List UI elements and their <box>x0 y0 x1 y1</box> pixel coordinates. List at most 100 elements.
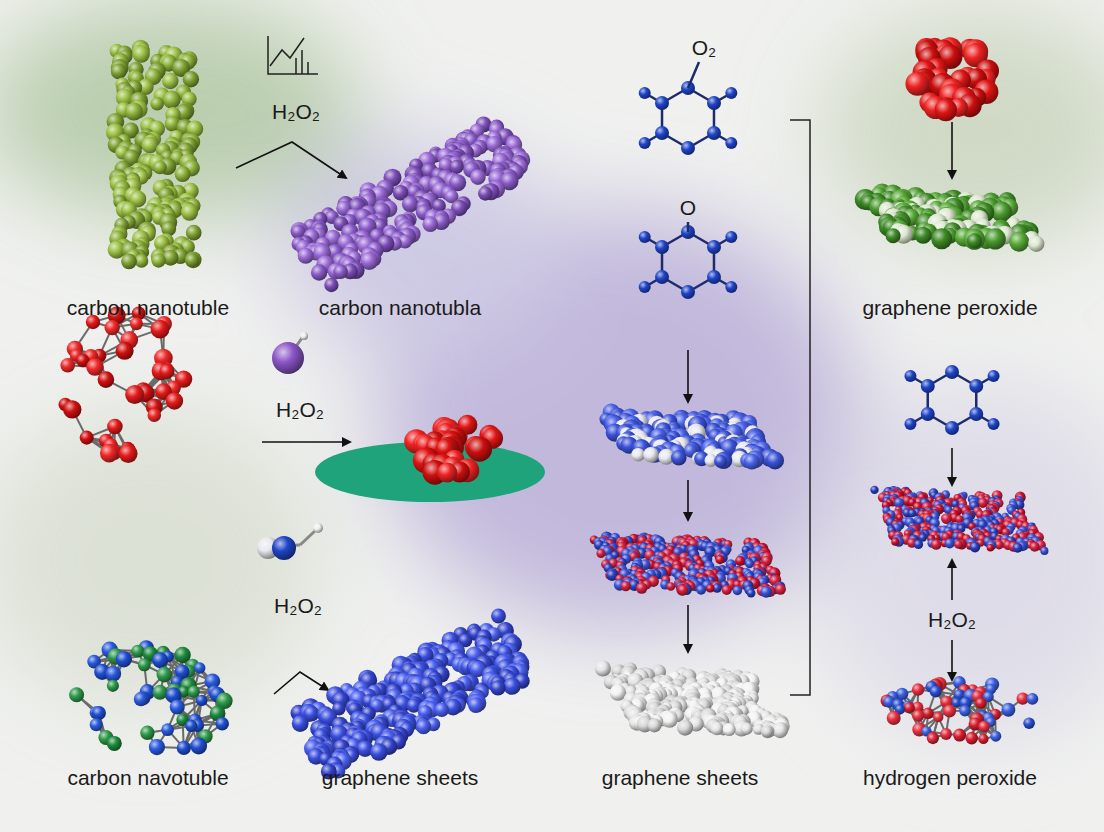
chart-bars <box>296 50 308 74</box>
atom-sphere <box>503 678 520 695</box>
ring-atom <box>707 240 721 254</box>
ring-atom <box>655 270 669 284</box>
atom-sphere <box>181 203 198 220</box>
atom-sphere <box>710 722 723 735</box>
atom-sphere <box>166 392 183 409</box>
atom-sphere <box>175 166 191 182</box>
reaction-arrow <box>262 441 350 443</box>
atom-sphere <box>402 196 419 213</box>
atom-sphere <box>760 586 772 598</box>
reaction-arrow <box>687 480 689 520</box>
atom-sphere <box>104 320 119 335</box>
ring-bond <box>687 222 690 232</box>
atom-sphere <box>116 651 132 667</box>
blue-green-ball-stick <box>77 648 225 748</box>
atom-sphere <box>149 739 165 755</box>
atom-sphere <box>63 400 81 418</box>
atom-sphere <box>162 73 179 90</box>
atom-sphere <box>478 186 492 200</box>
atom-sphere <box>467 437 492 462</box>
ring-atom <box>655 126 669 140</box>
atom-sphere <box>60 358 75 373</box>
reaction-arrow <box>687 350 689 402</box>
atom-sphere <box>621 581 631 591</box>
ring-atom <box>681 285 695 299</box>
atom-sphere <box>80 431 94 445</box>
atom-sphere <box>130 317 143 330</box>
atom-sphere <box>196 695 207 706</box>
atom-sphere <box>116 342 134 360</box>
chart-axes <box>268 36 318 74</box>
atom-sphere <box>151 253 165 267</box>
red-blue-slab <box>590 532 786 598</box>
ring-bond <box>688 62 699 88</box>
bg-blob <box>280 140 560 360</box>
atom-sphere <box>111 64 127 80</box>
atom-sphere <box>678 585 689 596</box>
atom-sphere <box>140 726 154 740</box>
atom-sphere <box>107 419 123 435</box>
ring-atom <box>707 96 721 110</box>
atom-sphere <box>272 536 296 560</box>
atom-sphere <box>324 278 338 292</box>
atom-sphere <box>185 253 199 267</box>
atom-sphere <box>370 743 388 761</box>
atom-sphere <box>157 667 173 683</box>
atom-sphere <box>449 160 463 174</box>
ring-molecule <box>639 225 738 299</box>
blue-nanotube <box>290 609 529 780</box>
atom-sphere <box>185 251 202 268</box>
atom-sphere <box>677 720 693 736</box>
atom-sphere <box>152 652 168 668</box>
atom-sphere <box>100 444 119 463</box>
atom-sphere <box>92 706 106 720</box>
atom-sphere <box>215 717 229 731</box>
red-ball-stick-atoms <box>58 306 192 463</box>
chart-line <box>270 38 304 66</box>
blue-slab <box>599 404 784 470</box>
atom-sphere <box>766 451 784 469</box>
atom-sphere <box>134 692 148 706</box>
atom-sphere <box>470 169 486 185</box>
atom-sphere <box>714 455 727 468</box>
atom-sphere <box>596 549 605 558</box>
atom-sphere <box>148 408 162 422</box>
atom-sphere <box>138 658 151 671</box>
atom-sphere <box>107 680 119 692</box>
green-slab <box>855 184 1045 252</box>
atom-sphere <box>422 216 438 232</box>
atom-sphere <box>416 719 431 734</box>
atom-sphere <box>69 687 84 702</box>
atom-sphere <box>194 662 205 673</box>
chart-icon <box>268 36 318 74</box>
atom-sphere <box>935 99 957 121</box>
ring-atom <box>707 270 721 284</box>
atom-sphere <box>761 726 773 738</box>
atom-sphere <box>595 660 611 676</box>
atom-sphere <box>107 736 122 751</box>
background-blobs <box>0 0 1104 740</box>
atom-sphere <box>170 699 185 714</box>
atom-sphere <box>153 685 168 700</box>
reaction-arrow <box>236 142 346 178</box>
atom-sphere <box>468 697 484 713</box>
atom-sphere <box>735 556 745 566</box>
bracket <box>790 120 810 695</box>
atom-sphere <box>333 264 348 279</box>
atom-sphere <box>150 97 164 111</box>
blue-green-ball-stick-atoms <box>69 640 233 755</box>
purple-atom <box>272 342 304 374</box>
atom-sphere <box>636 582 647 593</box>
atom-sphere <box>696 585 706 595</box>
atom-sphere <box>733 586 742 595</box>
atom-sphere <box>185 720 197 732</box>
atom-sphere <box>313 523 323 533</box>
atom-sphere <box>119 444 138 463</box>
atom-sphere <box>740 723 752 735</box>
atom-sphere <box>90 718 103 731</box>
grey-slab <box>595 660 790 738</box>
atom-sphere <box>715 555 724 564</box>
atom-sphere <box>643 447 658 462</box>
